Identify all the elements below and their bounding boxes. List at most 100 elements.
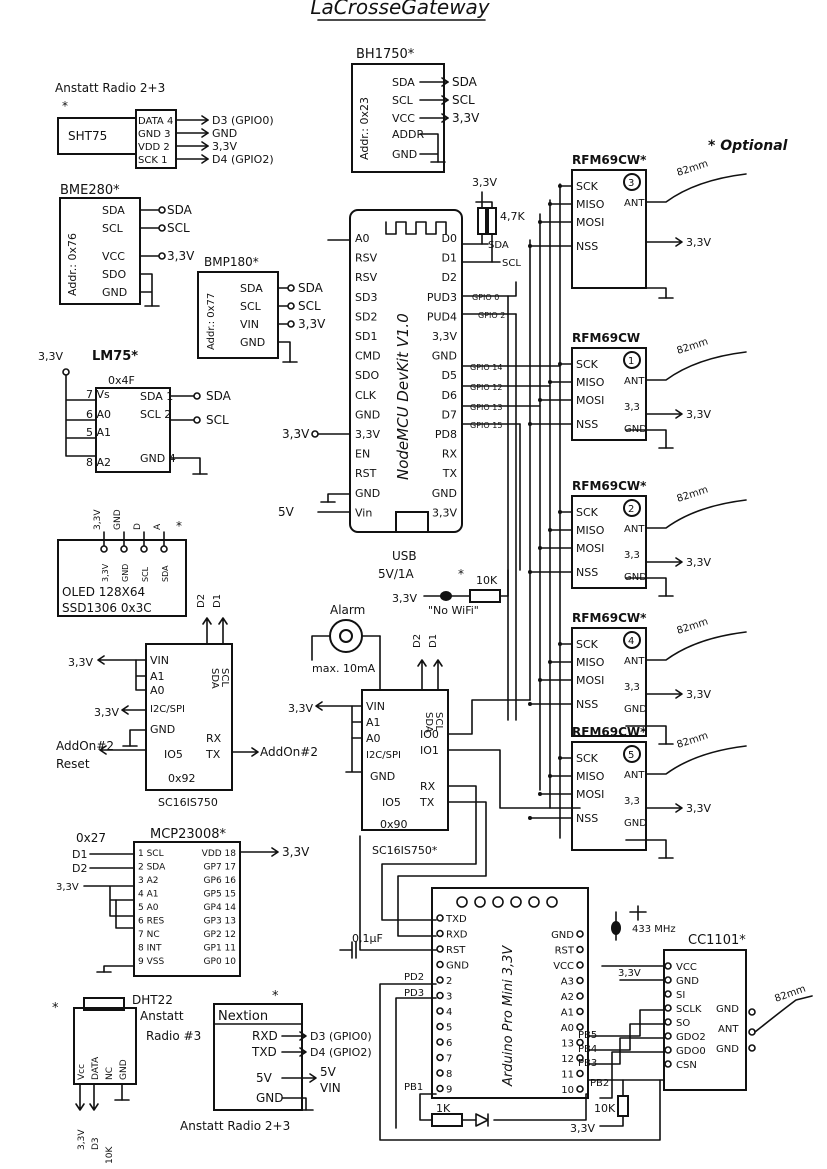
sc16b-pin: VIN [366, 700, 385, 713]
nodemcu-usb-power: 5V/1A [378, 567, 415, 581]
cc1101-left-pin: GDO2 [676, 1032, 706, 1043]
dht22-res: 10K [105, 1146, 115, 1164]
bh1750-pin: SCL [392, 94, 414, 107]
mcp-addr: 0x27 [76, 831, 106, 845]
bh1750-target: SDA [452, 75, 478, 89]
rfm-name: RFM69CW [572, 331, 640, 345]
rfm-right-pin: 3,3 [624, 402, 640, 413]
dht22-pin: GND [119, 1059, 129, 1080]
mcp-right-pin: GP3 13 [204, 917, 236, 927]
svg-text:*: * [272, 989, 279, 1004]
rfm-pin: MOSI [576, 216, 604, 229]
bme280-addr: Addr.: 0x76 [66, 233, 79, 296]
pro-mini-header-hole [546, 896, 558, 908]
dht22-bottom: 3,3V [77, 1129, 87, 1150]
rfm-pin: MOSI [576, 394, 604, 407]
bme280-target: SDA [167, 203, 193, 217]
pro-mini-name: Arduino Pro Mini 3,3V [501, 945, 516, 1087]
rfm-right-pin: ANT [624, 376, 645, 387]
sc16b-right: SDA [423, 712, 434, 733]
bme280-pin: VCC [102, 250, 125, 263]
lm75-pin: 6 A0 [86, 408, 111, 421]
rfm-pin: SCK [576, 638, 599, 651]
pullup-resistor: 4,7K [500, 210, 525, 223]
mcp-right-pin: GP0 10 [204, 957, 237, 967]
nodemcu-right-pin: TX [442, 467, 458, 480]
lm75-target: SCL [206, 413, 229, 427]
bme280-target: SCL [167, 221, 190, 235]
led-supply: 3,3V [392, 592, 417, 605]
pro-mini-left-pin: 8 [446, 1069, 452, 1080]
cc1101-name: CC1101* [688, 933, 746, 948]
pro-mini-left-pin: 4 [446, 1007, 452, 1018]
rfm-right-pin: 3,3 [624, 682, 640, 693]
rfm-pin: MISO [576, 376, 605, 389]
pro-mini-right-pin: A3 [561, 977, 574, 988]
nodemcu-usb: USB [392, 549, 417, 563]
bmp180-addr: Addr.: 0x77 [206, 293, 217, 350]
dht22-name: DHT22 [132, 993, 173, 1007]
sht75-pin: VDD 2 [138, 142, 170, 153]
rfm-name: RFM69CW* [572, 153, 647, 167]
nodemcu-left-pin: EN [355, 448, 370, 461]
gpio-label: GPIO 2 [478, 311, 505, 320]
mcp-left-pin: 1 SCL [138, 849, 164, 859]
sc16b-right: RX [420, 780, 436, 793]
bh1750-target: SCL [452, 93, 475, 107]
nodemcu-right-pin: D7 [442, 408, 457, 421]
pro-mini-header-hole [492, 896, 504, 908]
svg-text:*: * [458, 567, 464, 581]
rfm-pin: NSS [576, 240, 598, 253]
bh1750-target: 3,3V [452, 111, 480, 125]
supply-5v-label: 5V [278, 505, 295, 519]
gpio-label: GPIO 14 [470, 363, 502, 372]
sc16b-top: D2 [412, 634, 423, 648]
rfm-pin: SCK [576, 180, 599, 193]
dht22-pin: Vcc [77, 1064, 87, 1080]
bme280-pin: SDA [102, 204, 125, 217]
nodemcu-name: NodeMCU DevKit V1.0 [394, 313, 412, 480]
nodemcu-right-pin: 3,3V [432, 330, 457, 343]
rfm-right-pin: GND [624, 704, 647, 715]
gpio-label: GPIO 13 [470, 403, 502, 412]
rfm-number: 3 [628, 178, 634, 189]
nextion-target: VIN [320, 1081, 341, 1095]
lm75-block: 3,3V LM75* 0x4F 7 Vs 6 A0 5 A1 8 A2 SDA … [38, 349, 232, 475]
bh1750-pin: VCC [392, 112, 415, 125]
mcp-right-pin: GP4 14 [204, 903, 237, 913]
pro-mini-side: PD3 [404, 988, 424, 999]
sc16is750-a-block: D2 D1 3,3V VIN A1 A0 I2C/SPI GND IO5 3,3… [56, 594, 318, 809]
nodemcu-left-pin: CMD [355, 350, 381, 363]
nextion-block: * Nextion RXD TXD 5V GND D3 (GPIO0) D4 (… [180, 989, 372, 1133]
bh1750-pin: SDA [392, 76, 415, 89]
cc1101-crystal: 433 MHz [632, 924, 676, 935]
lm75-pin: 7 Vs [86, 388, 110, 401]
rfm-antenna: 82mm [676, 336, 710, 356]
nodemcu-left-pin: GND [355, 487, 380, 500]
alarm-label: Alarm [330, 603, 365, 617]
pro-mini-left-pin: 5 [446, 1023, 452, 1034]
rfm-pin: MOSI [576, 542, 604, 555]
rfm-name: RFM69CW* [572, 611, 647, 625]
sc16a-top: D1 [212, 594, 223, 608]
oled-line2: SSD1306 0x3C [62, 601, 152, 615]
rfm-pin: NSS [576, 566, 598, 579]
nodemcu-right-pin: GND [432, 350, 457, 363]
mcp-left-pin: 2 SDA [138, 863, 166, 873]
nodemcu-left-pin: CLK [355, 389, 377, 402]
pro-mini-right-pin: A1 [561, 1008, 574, 1019]
sc16a-pin: GND [150, 723, 175, 736]
nodemcu-right-pin: D0 [442, 232, 457, 245]
pullup-scl: SCL [502, 258, 521, 269]
dht22-block: * DHT22 Anstatt Radio #3 Vcc DATA NC GND… [52, 993, 201, 1164]
rfm-pin: MISO [576, 524, 605, 537]
cc1101-left-pin: GND [676, 976, 699, 987]
sc16a-pin: IO5 [164, 748, 183, 761]
oled-line1: OLED 128X64 [62, 585, 145, 599]
bme280-pin: SDO [102, 268, 126, 281]
sc16a-pin: A0 [150, 684, 165, 697]
cc1101-right: ANT [718, 1024, 739, 1035]
sc16b-pin: A0 [366, 732, 381, 745]
mcp-left-pin: 9 VSS [138, 957, 164, 967]
